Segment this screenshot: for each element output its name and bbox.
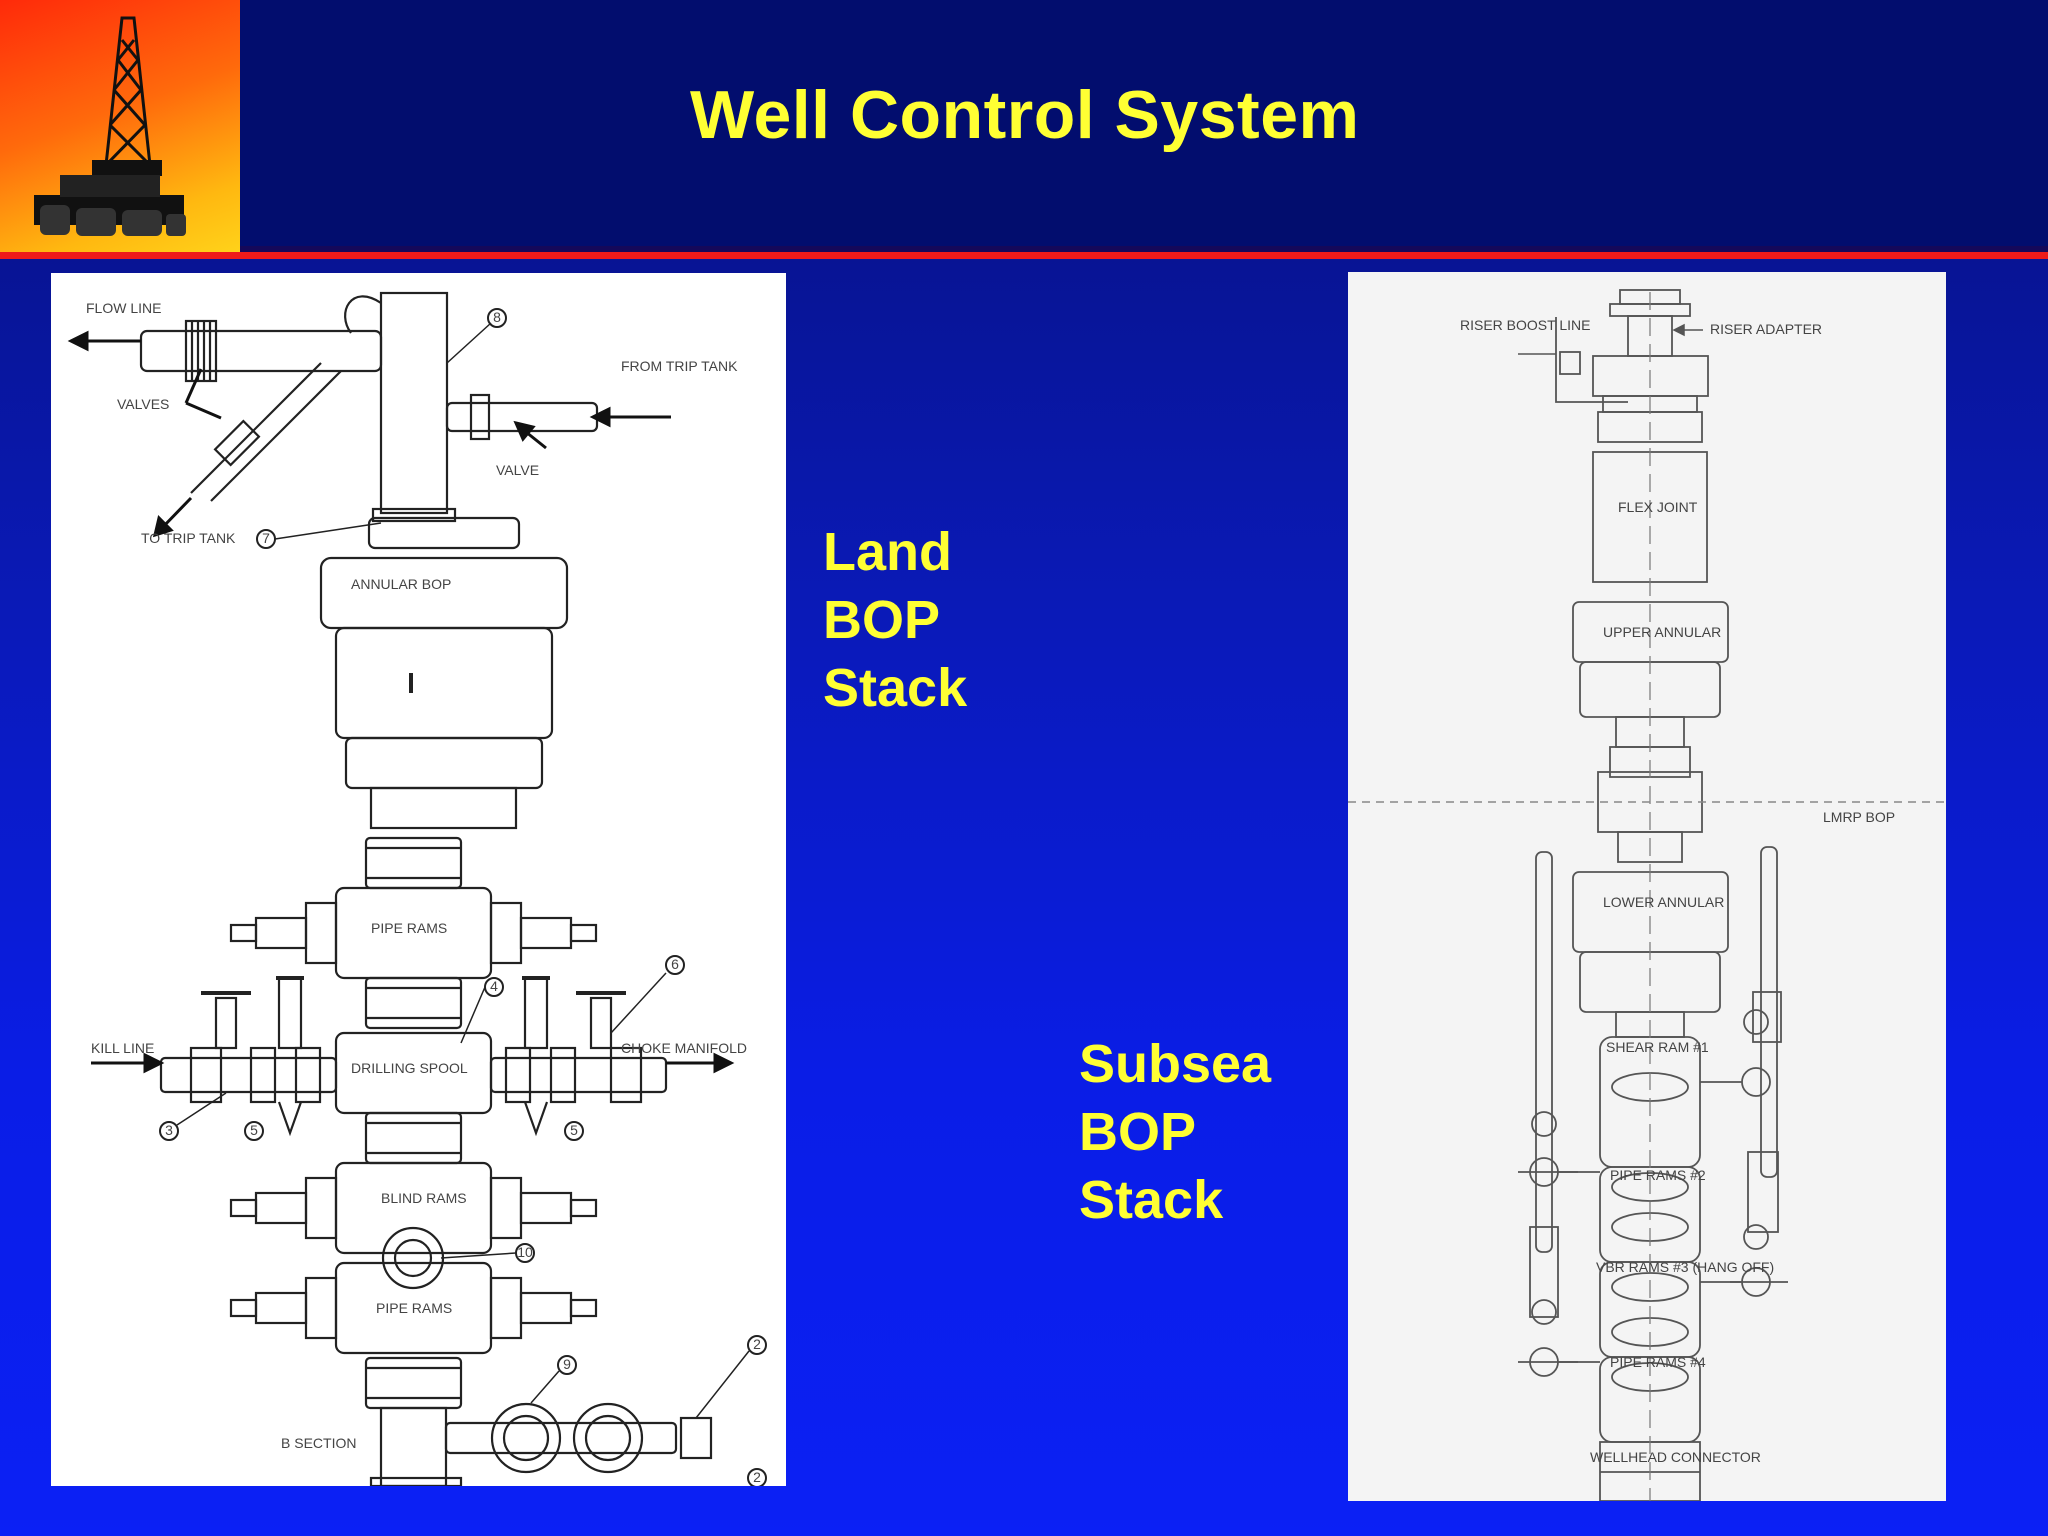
wellhead-connector-label: WELLHEAD CONNECTOR xyxy=(1590,1449,1761,1465)
land-bop-stack-label: Land BOP Stack xyxy=(823,518,967,722)
pipe-rams-upper-label: PIPE RAMS xyxy=(371,920,447,936)
pipe-rams-2-label: PIPE RAMS #2 xyxy=(1610,1167,1706,1183)
upper-annular-label: UPPER ANNULAR xyxy=(1603,624,1721,640)
riser-boost-line-label: RISER BOOST LINE xyxy=(1460,317,1590,333)
vbr-rams-label: VBR RAMS #3 (HANG OFF) xyxy=(1596,1259,1774,1275)
subsea-bop-stack-label: Subsea BOP Stack xyxy=(1079,1030,1271,1234)
land-bop-diagram: 8 7 4 6 3 5 5 10 9 2 2 FLOW LINE VALVES … xyxy=(51,273,786,1486)
to-trip-tank-label: TO TRIP TANK xyxy=(141,530,236,546)
land-label-line2: BOP xyxy=(823,590,941,650)
valve-label: VALVE xyxy=(496,462,539,478)
header-band xyxy=(240,0,2048,252)
lower-annular-label: LOWER ANNULAR xyxy=(1603,894,1724,910)
callout-9: 9 xyxy=(563,1356,571,1372)
flex-joint-label: FLEX JOINT xyxy=(1618,499,1698,515)
callout-4: 4 xyxy=(490,978,498,994)
pipe-rams-4-label: PIPE RAMS #4 xyxy=(1610,1354,1706,1370)
red-divider xyxy=(0,252,2048,259)
b-section-label: B SECTION xyxy=(281,1435,356,1451)
header-divider xyxy=(240,246,2048,252)
callout-6: 6 xyxy=(671,956,679,972)
from-trip-tank-label: FROM TRIP TANK xyxy=(621,358,738,374)
riser-adapter-label: RISER ADAPTER xyxy=(1710,321,1822,337)
callout-5a: 5 xyxy=(250,1122,258,1138)
land-label-line1: Land xyxy=(823,522,952,582)
choke-manifold-label: CHOKE MANIFOLD xyxy=(621,1040,747,1056)
callout-5b: 5 xyxy=(570,1122,578,1138)
callout-3: 3 xyxy=(165,1122,173,1138)
callout-8: 8 xyxy=(493,309,501,325)
valves-label: VALVES xyxy=(117,396,169,412)
shear-ram-label: SHEAR RAM #1 xyxy=(1606,1039,1709,1055)
land-label-line3: Stack xyxy=(823,658,968,718)
subsea-bop-diagram: RISER BOOST LINE RISER ADAPTER FLEX JOIN… xyxy=(1348,272,1946,1501)
drilling-spool-label: DRILLING SPOOL xyxy=(351,1060,468,1076)
callout-7: 7 xyxy=(262,530,270,546)
callout-2b: 2 xyxy=(753,1469,761,1485)
subsea-label-line3: Stack xyxy=(1079,1170,1224,1230)
kill-line-label: KILL LINE xyxy=(91,1040,154,1056)
drilling-rig-logo xyxy=(0,0,240,252)
callout-2a: 2 xyxy=(753,1336,761,1352)
blind-rams-label: BLIND RAMS xyxy=(381,1190,467,1206)
lmrp-bop-label: LMRP BOP xyxy=(1823,809,1895,825)
annular-bop-label: ANNULAR BOP xyxy=(351,576,451,592)
callout-10: 10 xyxy=(517,1244,533,1260)
oil-rig-icon xyxy=(34,16,186,236)
pipe-rams-lower-label: PIPE RAMS xyxy=(376,1300,452,1316)
subsea-label-line2: BOP xyxy=(1079,1102,1197,1162)
slide-title: Well Control System xyxy=(690,77,1360,153)
title-area: Well Control System xyxy=(690,76,1360,166)
subsea-label-line1: Subsea xyxy=(1079,1034,1272,1094)
flow-line-label: FLOW LINE xyxy=(86,300,161,316)
